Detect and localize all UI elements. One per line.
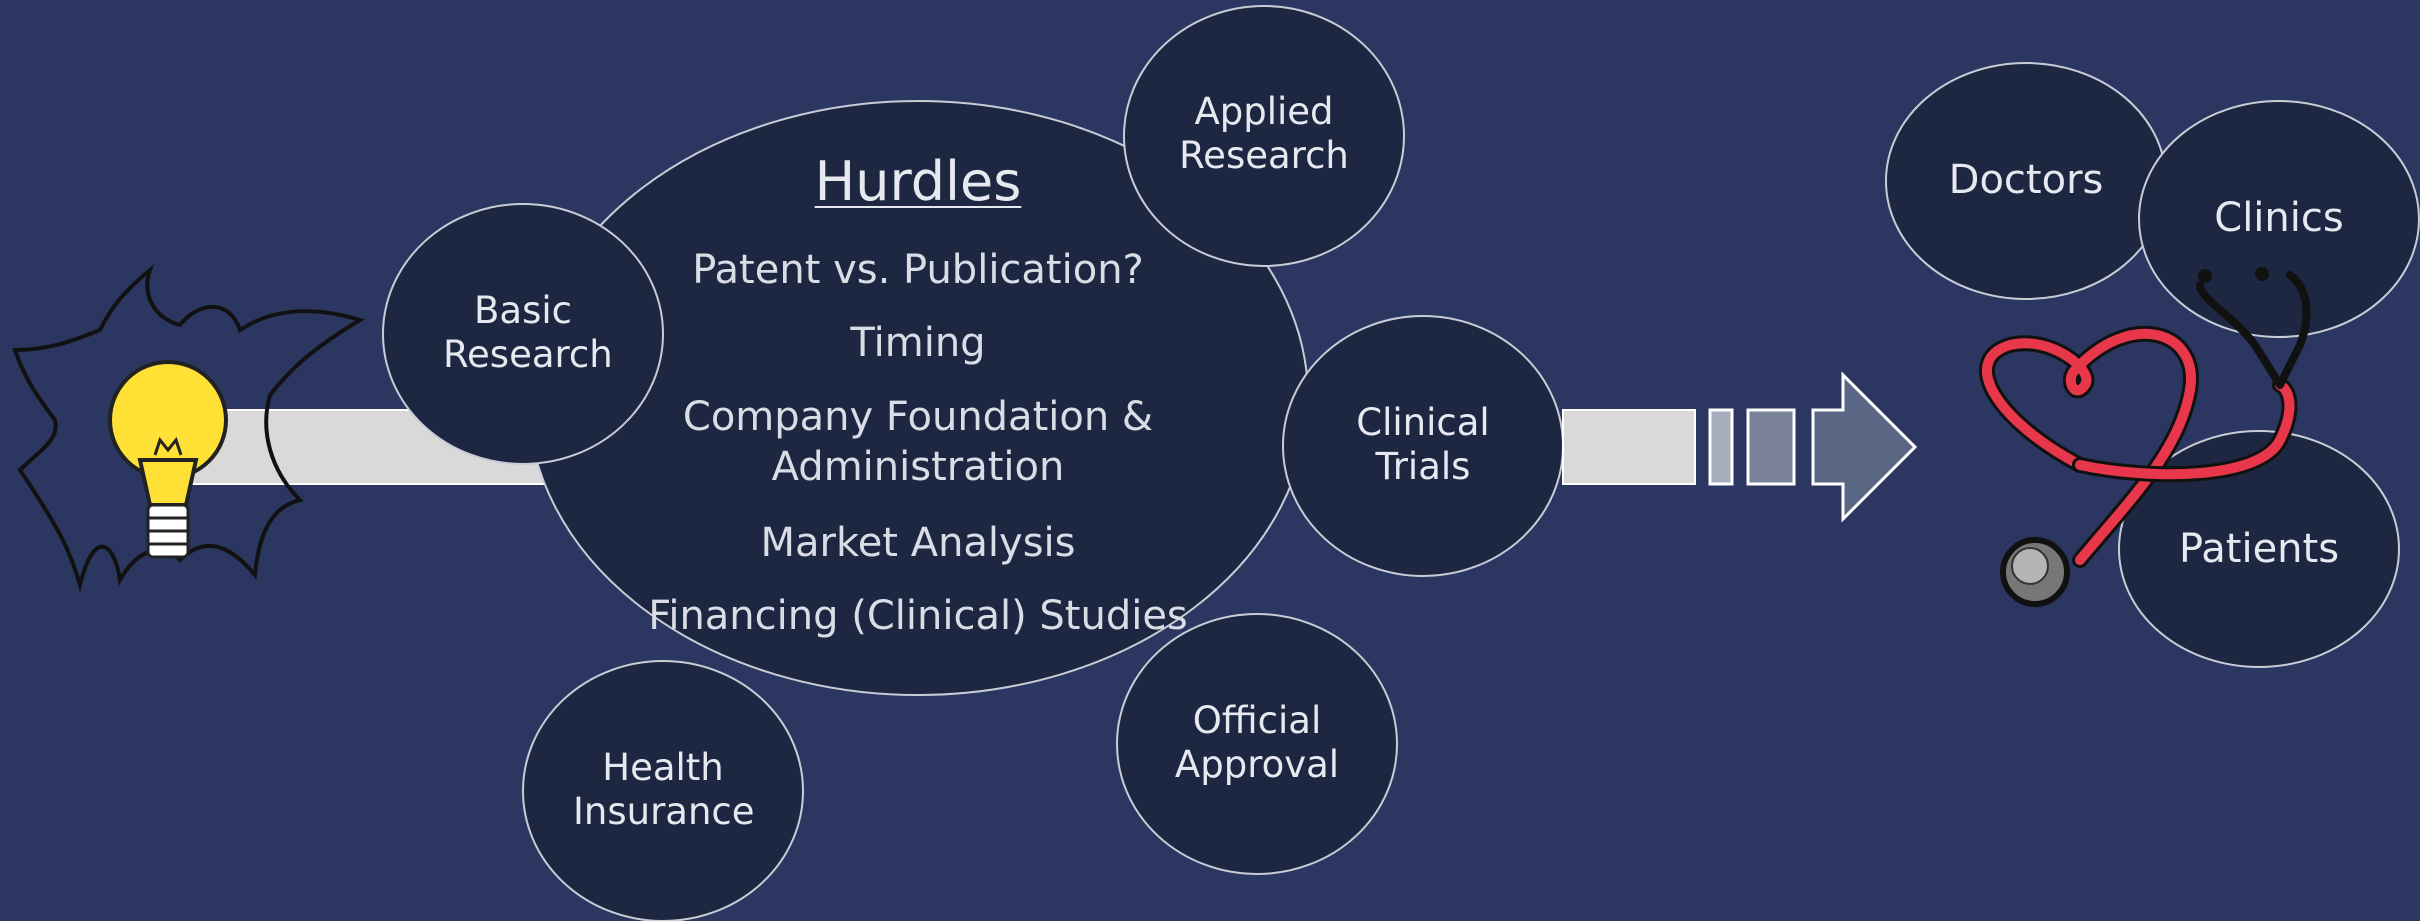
label-line: Basic xyxy=(474,289,572,332)
stethoscope-tube-right-red xyxy=(2075,380,2295,480)
pathway-bar-right xyxy=(1562,409,1696,485)
label-line: Insurance xyxy=(573,789,755,833)
health-insurance-circle xyxy=(522,660,804,921)
hurdle-line: Company Foundation & xyxy=(682,394,1154,440)
official-approval-circle xyxy=(1116,613,1398,875)
hurdle-company-foundation: Company Foundation & Administration xyxy=(683,392,1153,492)
arrow-head-icon xyxy=(1811,371,1918,523)
label-line: Applied xyxy=(1194,90,1334,133)
pathway-block-2 xyxy=(1746,408,1796,486)
hurdle-financing-studies: Financing (Clinical) Studies xyxy=(648,591,1188,641)
bulb-neck xyxy=(137,458,199,507)
label-line: Official xyxy=(1192,699,1322,742)
hurdle-line: Timing xyxy=(850,320,986,366)
hurdle-patent-vs-publication: Patent vs. Publication? xyxy=(692,245,1144,295)
stethoscope-heart-icon xyxy=(1979,267,2311,607)
hurdle-line: Market Analysis xyxy=(760,520,1076,566)
label-line: Health xyxy=(602,746,724,789)
label-line: Research xyxy=(1179,133,1349,177)
hurdle-line: Financing (Clinical) Studies xyxy=(648,593,1188,639)
lightbulb-icon xyxy=(12,263,365,593)
doctors-label: Doctors xyxy=(1948,157,2104,203)
clinical-trials-label: Clinical Trials xyxy=(1343,401,1503,488)
label-line: Approval xyxy=(1174,742,1340,786)
hurdle-line: Administration xyxy=(771,444,1065,490)
hurdle-line: Patent vs. Publication? xyxy=(692,247,1144,293)
stethoscope-heart-tube-red xyxy=(1982,328,2196,565)
patients-circle xyxy=(2118,430,2400,668)
label-line: Research xyxy=(443,332,613,376)
hurdle-market-analysis: Market Analysis xyxy=(760,518,1075,568)
basic-research-label: Basic Research xyxy=(443,289,613,376)
basic-research-circle xyxy=(382,203,664,465)
hurdles-title: Hurdles xyxy=(814,150,1022,213)
clinics-label: Clinics xyxy=(2214,195,2344,241)
pathway-block-1 xyxy=(1708,408,1734,486)
bulb-filament xyxy=(153,436,183,456)
label-line: Trials xyxy=(1375,444,1471,488)
stethoscope-chestpiece-inner xyxy=(2011,547,2049,585)
patients-label: Patients xyxy=(2178,526,2340,572)
stethoscope-earpiece-right xyxy=(2255,267,2269,281)
applied-research-circle xyxy=(1123,5,1405,267)
label-line: Clinical xyxy=(1356,401,1490,444)
hurdle-timing: Timing xyxy=(850,318,985,368)
official-approval-label: Official Approval xyxy=(1167,699,1347,786)
stethoscope-ear-tubes xyxy=(2196,271,2311,389)
stethoscope-earpiece-left xyxy=(2198,269,2212,283)
health-insurance-label: Health Insurance xyxy=(573,746,755,833)
applied-research-label: Applied Research xyxy=(1174,90,1354,177)
